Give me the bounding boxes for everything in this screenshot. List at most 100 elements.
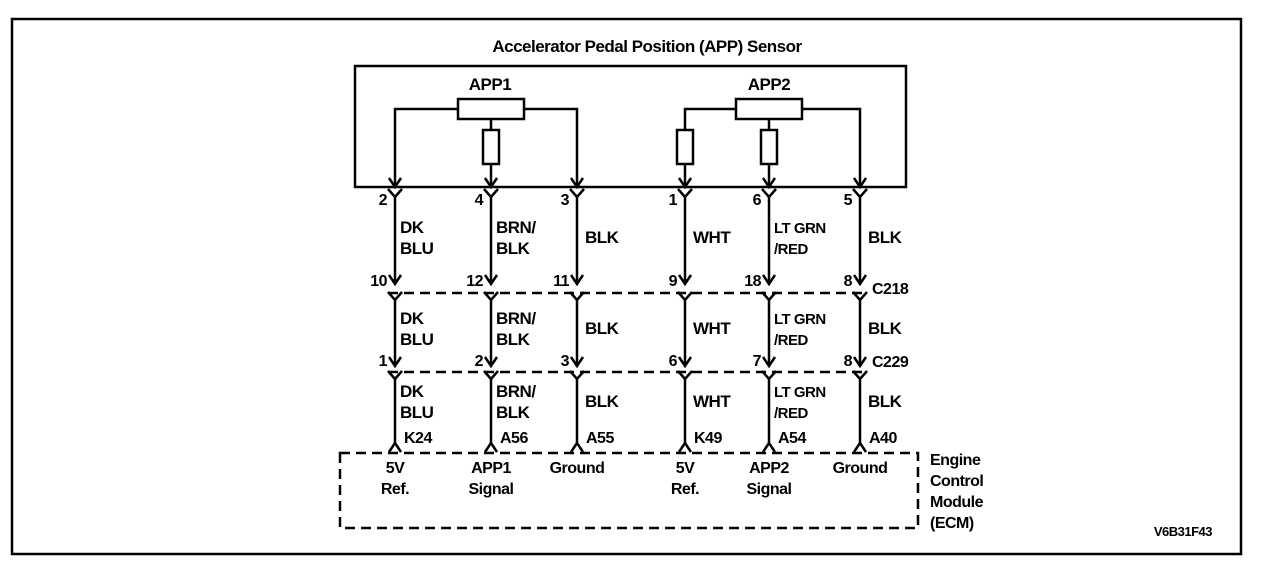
c229-arrow-2 [569,356,585,369]
sensor-terminal-arrow-5 [852,177,868,190]
ecm-function-3-line1: 5V [676,460,695,477]
wire-mid-label-3-line1: WHT [693,319,731,338]
svg-text:Module: Module [930,494,984,511]
c229-arrow-3 [677,356,693,369]
svg-text:Control: Control [930,473,983,490]
wire-bot-label-3-line1: WHT [693,392,731,411]
c218-pin-4: 18 [744,273,761,290]
wire-mid-label-1-line1: BRN/ [496,309,536,328]
sensor-box [353,64,908,189]
c229-arrow-5 [852,356,868,369]
ecm-pin-5: A40 [869,430,897,447]
c218-arrow-4 [761,274,777,287]
sensor-terminal-arrow-3 [677,177,693,190]
wire-top-label-4-line1: LT GRN [774,220,826,237]
ecm-caret-1 [483,440,499,453]
wire-top-label-3-line1: WHT [693,228,731,247]
svg-text:Engine: Engine [930,452,981,469]
wire-top-label-1-line2: BLK [496,239,531,258]
c229-pin-4: 7 [753,353,762,370]
wire-mid-label-0-line1: DK [400,309,425,328]
c229-pin-5: 8 [844,353,853,370]
c218-pin-0: 10 [370,273,387,290]
sensor-pin-0: 2 [379,192,388,209]
app1-potentiometer [393,97,579,185]
c218-pin-1: 12 [466,273,483,290]
ecm-caret-4 [761,440,777,453]
wire-top-label-2-line1: BLK [585,228,620,247]
sensor-terminal-arrow-1 [483,177,499,190]
app2-potentiometer [675,97,862,185]
ecm-caret-2 [569,440,585,453]
c229-label: C229 [872,354,909,371]
sensor-pin-5: 5 [844,192,853,209]
wire-bot-label-0-line2: BLU [400,403,434,422]
wire-top-label-5-line1: BLK [868,228,903,247]
wire-top-label-0-line1: DK [400,218,425,237]
wire-mid-label-5-line1: BLK [868,319,903,338]
wire-top-label-1-line1: BRN/ [496,218,536,237]
ecm-function-4-line2: Signal [746,481,791,498]
sensor-pin-1: 4 [475,192,484,209]
wire-bot-label-4-line1: LT GRN [774,384,826,401]
outer-frame [10,17,1243,556]
ecm-function-2-line1: Ground [550,460,605,477]
ecm-function-4-line1: APP2 [749,460,789,477]
ecm-pin-3: K49 [694,430,722,447]
wire-mid-label-0-line2: BLU [400,330,434,349]
ecm-caret-5 [852,440,868,453]
ecm-label: Engine Control Module (ECM) [930,452,984,532]
ecm-pin-0: K24 [404,430,432,447]
sensor-pin-4: 6 [753,192,762,209]
sensor-pin-2: 3 [561,192,570,209]
ecm-function-3-line2: Ref. [671,481,699,498]
c218-arrow-3 [677,274,693,287]
wire-bot-label-2-line1: BLK [585,392,620,411]
wire-mid-label-1-line2: BLK [496,330,531,349]
wire-bot-label-1-line2: BLK [496,403,531,422]
wire-bot-label-4-line2: /RED [774,405,809,422]
c218-pin-2: 11 [553,273,570,290]
c229-pin-0: 1 [379,353,388,370]
ecm-box [338,451,920,530]
c229-arrow-0 [387,356,403,369]
app2-label: APP2 [748,75,790,94]
wire-bot-label-0-line1: DK [400,382,425,401]
wire-bot-label-5-line1: BLK [868,392,903,411]
c229-pin-2: 3 [561,353,570,370]
sensor-terminal-arrow-0 [387,177,403,190]
ecm-caret-3 [677,440,693,453]
ecm-pin-1: A56 [500,430,528,447]
c218-pin-3: 9 [669,273,678,290]
sensor-title: Accelerator Pedal Position (APP) Sensor [492,37,802,56]
sensor-terminal-arrow-2 [569,177,585,190]
sensor-pin-3: 1 [669,192,678,209]
app1-label: APP1 [469,75,511,94]
ecm-function-5-line1: Ground [833,460,888,477]
sensor-terminal-arrow-4 [761,177,777,190]
c229-arrow-1 [483,356,499,369]
wire-bot-label-1-line1: BRN/ [496,382,536,401]
ecm-pin-2: A55 [586,430,614,447]
wire-mid-label-4-line2: /RED [774,332,809,349]
c218-pin-5: 8 [844,273,853,290]
ecm-function-1-line1: APP1 [471,460,511,477]
c218-arrow-1 [483,274,499,287]
wire-top-label-4-line2: /RED [774,241,809,258]
wire-top-label-0-line2: BLU [400,239,434,258]
ecm-caret-0 [387,440,403,453]
ecm-pin-4: A54 [778,430,806,447]
c218-arrow-5 [852,274,868,287]
ecm-function-0-line2: Ref. [381,481,409,498]
c229-pin-3: 6 [669,353,678,370]
c218-arrow-0 [387,274,403,287]
ecm-function-1-line2: Signal [468,481,513,498]
figure-code: V6B31F43 [1154,524,1212,539]
c229-pin-1: 2 [475,353,484,370]
c229-arrow-4 [761,356,777,369]
wire-columns: 210DKBLU1DKBLUDKBLUK245VRef.412BRN/BLK2B… [370,177,903,498]
c218-label: C218 [872,281,909,298]
c218-arrow-2 [569,274,585,287]
wire-mid-label-2-line1: BLK [585,319,620,338]
